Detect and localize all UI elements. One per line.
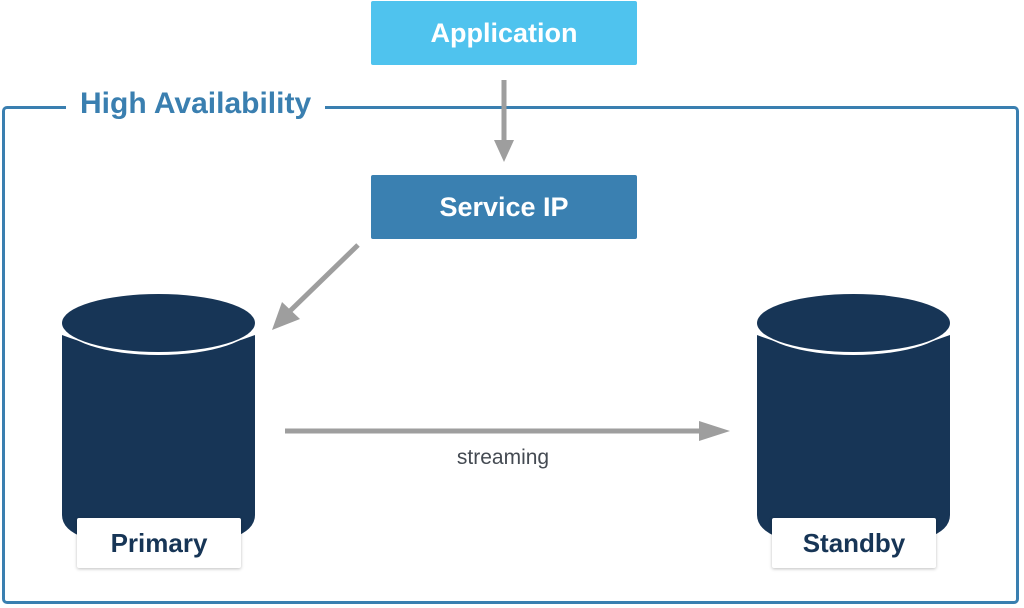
primary-database-icon [62,291,255,538]
streaming-label: streaming [456,446,550,469]
application-node: Application [371,1,637,65]
high-availability-frame [2,106,1019,604]
arrow-streaming [285,421,730,441]
arrow-service-ip-to-primary [272,243,360,330]
service-ip-node: Service IP [371,175,637,239]
primary-label: Primary [77,518,241,568]
frame-title: High Availability [66,84,326,124]
arrow-application-to-service-ip [494,80,514,162]
standby-label: Standby [772,518,936,568]
standby-database-icon [757,291,950,538]
